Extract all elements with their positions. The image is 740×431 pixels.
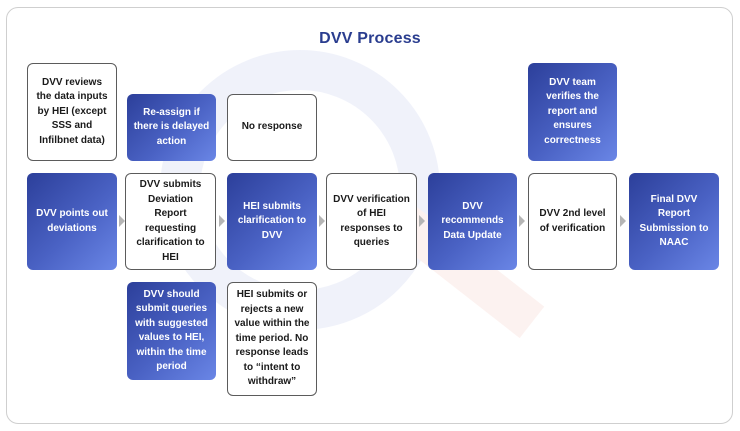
step-verification: DVV verification of HEI responses to que… [326,173,417,270]
step-dvv-reviews: DVV reviews the data inputs by HEI (exce… [27,63,117,161]
arrow-1 [119,215,125,227]
step-second-level: DVV 2nd level of verification [528,173,617,270]
step-hei-clarification: HEI submits clarification to DVV [227,173,317,270]
step-points-out: DVV points out deviations [27,173,117,270]
step-hei-submits-rejects: HEI submits or rejects a new value withi… [227,282,317,396]
step-dvv-team-verifies: DVV team verifies the report and ensures… [528,63,617,161]
diagram-title: DVV Process [319,30,421,47]
step-should-submit: DVV should submit queries with suggested… [127,282,216,380]
step-final-report: Final DVV Report Submission to NAAC [629,173,719,270]
arrow-3 [319,215,325,227]
step-recommends: DVV recommends Data Update [428,173,517,270]
step-reassign: Re-assign if there is delayed action [127,94,216,161]
step-no-response: No response [227,94,317,161]
arrow-2 [219,215,225,227]
arrow-5 [519,215,525,227]
arrow-4 [419,215,425,227]
step-submits-report: DVV submits Deviation Report requesting … [125,173,216,270]
arrow-6 [620,215,626,227]
